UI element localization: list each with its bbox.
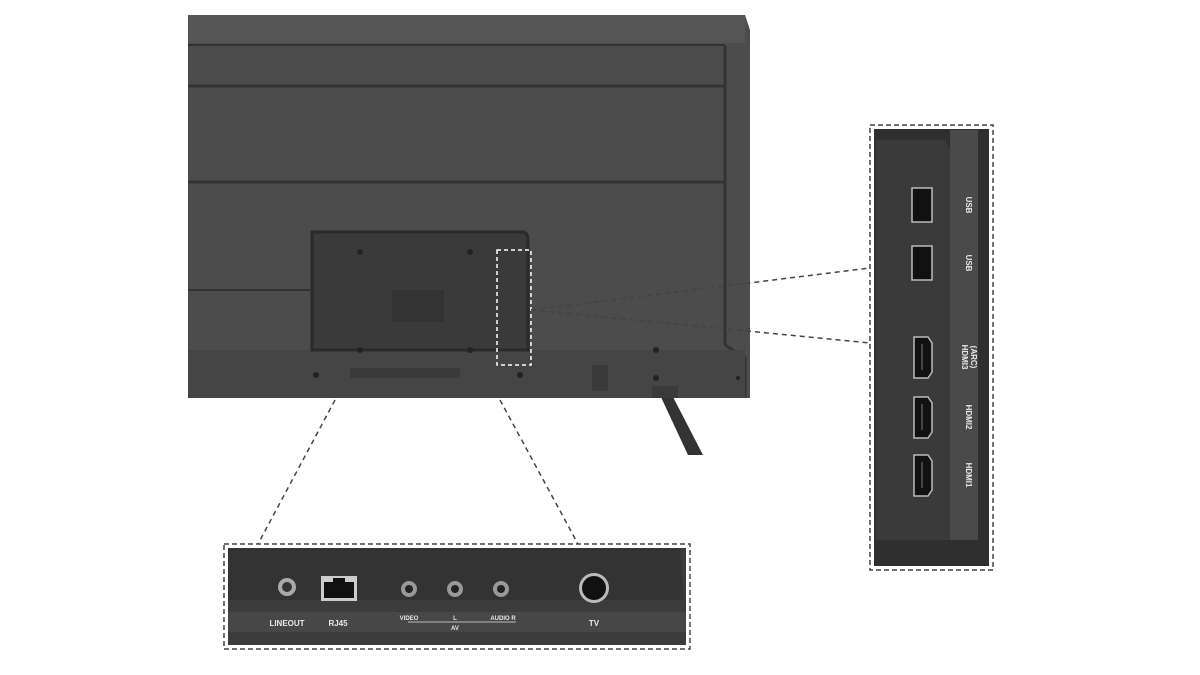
port-label: USB [964,255,973,272]
port-label: RJ45 [328,619,348,628]
rca-jack-icon [447,581,463,597]
usb-port-icon [911,187,933,223]
side-port-panel: USB USB HDMI3 (ARC) HDMI2 HDMI1 [869,124,994,571]
rca-jack-icon [493,581,509,597]
port-label: TV [589,619,600,628]
port-label: VIDEO [400,616,419,622]
line-out-jack-icon [282,582,292,592]
port-label: USB [964,197,973,214]
port-label: HDMI2 [964,405,973,430]
av-group-label: AV [451,626,459,632]
bottom-port-panel: LINEOUT RJ45 VIDEO L AUDIO R AV TV [223,543,691,650]
tv-back [188,15,750,455]
port-label: HDMI3 [960,345,969,370]
port-label: L [453,616,457,622]
port-sublabel: (ARC) [969,346,978,369]
hdmi-port-icon [913,454,933,497]
usb-port-icon [911,245,933,281]
antenna-port-icon [579,573,609,603]
port-label: HDMI1 [964,463,973,488]
rca-jack-icon [401,581,417,597]
callout-lines [257,267,871,545]
hdmi-port-icon [913,396,933,439]
port-label: AUDIO R [490,616,516,622]
port-label: LINEOUT [269,619,304,628]
hdmi-port-icon [913,336,933,379]
